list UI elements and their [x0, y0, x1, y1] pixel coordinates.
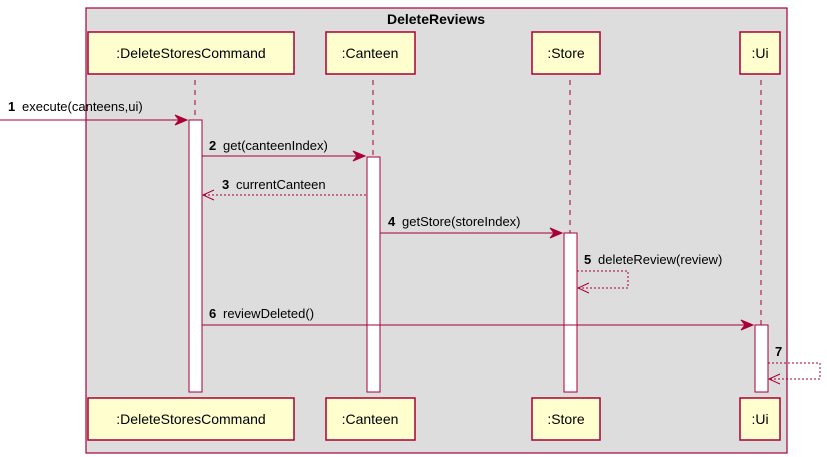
message-7-number: 7 — [775, 344, 782, 359]
message-5-label: deleteReview(review) — [598, 252, 722, 267]
participant-ui-label: :Ui — [751, 45, 768, 61]
message-5: 5 deleteReview(review) — [576, 252, 722, 294]
participant-canteen-label-bottom: :Canteen — [342, 411, 399, 427]
participant-cmd-top: :DeleteStoresCommand — [87, 31, 295, 75]
message-6-label: reviewDeleted() — [223, 306, 314, 321]
message-1-number: 1 — [8, 99, 15, 114]
message-5-number: 5 — [584, 252, 591, 267]
activation-ui — [754, 324, 769, 393]
participant-store-top: :Store — [531, 31, 601, 75]
message-3-number: 3 — [222, 177, 229, 192]
participant-canteen-bottom: :Canteen — [325, 397, 416, 441]
participant-store-bottom: :Store — [531, 397, 601, 441]
diagram-frame — [85, 7, 788, 454]
message-3: 3 currentCanteen — [201, 177, 366, 201]
message-4-label: getStore(storeIndex) — [402, 214, 521, 229]
message-3-label: currentCanteen — [236, 177, 326, 192]
activation-store — [563, 232, 578, 393]
participant-store-label-bottom: :Store — [547, 411, 585, 427]
participant-cmd-bottom: :DeleteStoresCommand — [87, 397, 295, 441]
participant-ui-bottom: :Ui — [739, 397, 781, 441]
message-2: 2 get(canteenIndex) — [202, 138, 367, 162]
activation-canteen — [366, 156, 381, 393]
message-2-label: get(canteenIndex) — [223, 138, 328, 153]
message-6-number: 6 — [209, 306, 216, 321]
activation-cmd — [188, 119, 203, 393]
participant-cmd-label: :DeleteStoresCommand — [116, 45, 265, 61]
message-6: 6 reviewDeleted() — [202, 306, 755, 331]
message-2-number: 2 — [209, 138, 216, 153]
message-4-number: 4 — [388, 214, 396, 229]
frame-title: DeleteReviews — [387, 11, 485, 27]
participant-ui-label-bottom: :Ui — [751, 411, 768, 427]
participant-cmd-label-bottom: :DeleteStoresCommand — [116, 411, 265, 427]
participant-store-label: :Store — [547, 45, 585, 61]
participant-canteen-label: :Canteen — [342, 45, 399, 61]
participant-ui-top: :Ui — [739, 31, 781, 75]
message-1: 1 execute(canteens,ui) — [0, 99, 189, 126]
message-1-label: execute(canteens,ui) — [22, 99, 143, 114]
message-4: 4 getStore(storeIndex) — [380, 214, 564, 239]
participant-canteen-top: :Canteen — [325, 31, 416, 75]
message-7: 7 — [767, 344, 821, 385]
